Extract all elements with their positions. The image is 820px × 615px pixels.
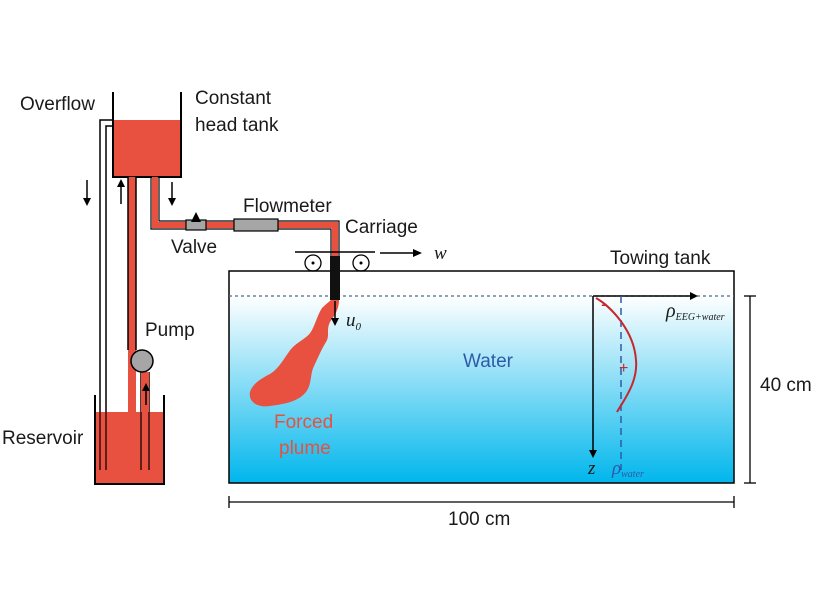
forced-plume-label-2: plume bbox=[279, 438, 331, 459]
plume-velocity-subscript: 0 bbox=[356, 321, 362, 333]
carriage-label: Carriage bbox=[345, 217, 418, 238]
depth-axis-label: z bbox=[587, 458, 596, 479]
density-axes bbox=[589, 292, 698, 470]
plume-velocity-label: u0 bbox=[346, 310, 362, 333]
depth-dimension bbox=[744, 295, 756, 484]
density-profile-label: ρEEG+water bbox=[665, 300, 725, 323]
plus-sign-label: + bbox=[619, 360, 628, 377]
constant-head-tank-label-2: head tank bbox=[195, 115, 279, 136]
plume-velocity-arrow bbox=[331, 301, 339, 326]
constant-head-tank bbox=[112, 92, 182, 178]
carriage bbox=[295, 251, 375, 272]
carriage-speed-label: w bbox=[434, 243, 447, 264]
forced-plume-label-1: Forced bbox=[274, 412, 333, 433]
reservoir bbox=[94, 395, 165, 485]
length-dimension bbox=[228, 496, 735, 508]
carriage-motion-arrow bbox=[380, 249, 422, 257]
water-density-symbol: ρ bbox=[611, 458, 621, 479]
forced-plume bbox=[249, 300, 339, 407]
water-label: Water bbox=[463, 351, 514, 372]
reservoir-label: Reservoir bbox=[2, 428, 84, 449]
flowmeter bbox=[233, 218, 279, 232]
flowmeter-label: Flowmeter bbox=[243, 196, 332, 217]
water-density-label: ρwater bbox=[611, 458, 644, 480]
towing-tank bbox=[228, 270, 735, 484]
overflow-label: Overflow bbox=[20, 94, 95, 115]
minus-sign-label: - bbox=[601, 294, 607, 314]
density-profile-subscript: EEG+water bbox=[675, 312, 725, 323]
tank-depth-label: 40 cm bbox=[760, 375, 812, 396]
density-profile-curve bbox=[595, 297, 638, 413]
towing-tank-label: Towing tank bbox=[610, 248, 711, 269]
nozzle bbox=[330, 256, 340, 300]
flow-direction-arrows bbox=[83, 179, 176, 405]
constant-head-tank-label-1: Constant bbox=[195, 88, 272, 109]
pump bbox=[130, 349, 154, 373]
density-profile-symbol: ρ bbox=[665, 300, 676, 322]
tank-length-label: 100 cm bbox=[448, 509, 510, 530]
valve bbox=[185, 212, 207, 231]
water-density-subscript: water bbox=[621, 469, 644, 480]
pump-label: Pump bbox=[145, 320, 195, 341]
overflow-pipe bbox=[99, 119, 113, 425]
plume-velocity-symbol: u bbox=[346, 310, 356, 331]
valve-label: Valve bbox=[171, 237, 217, 258]
